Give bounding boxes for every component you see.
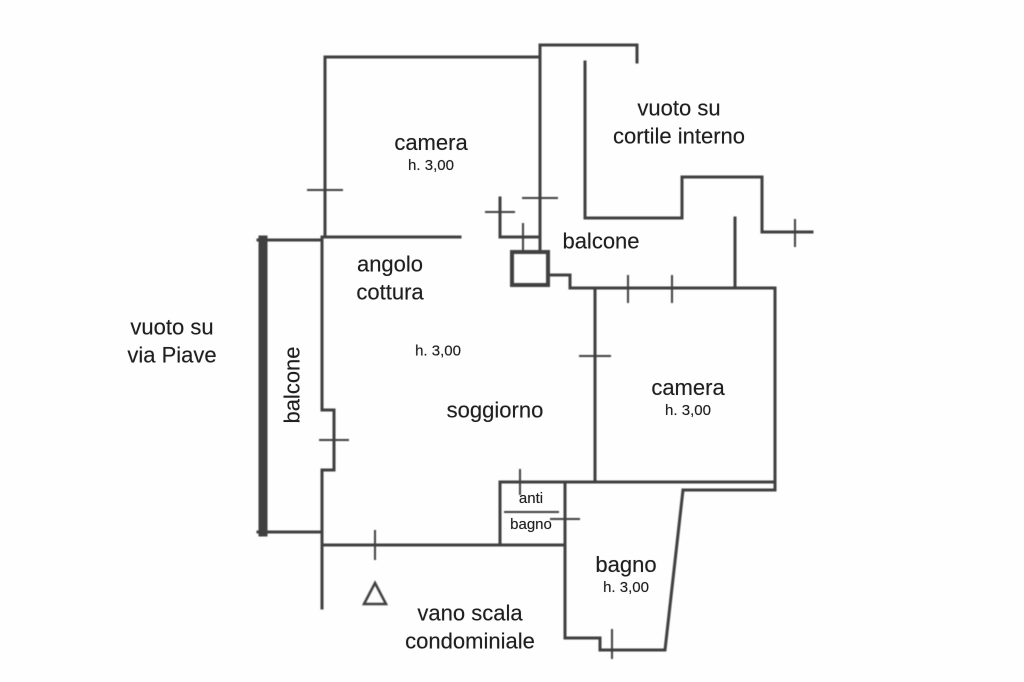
room-label-camera-top-height: h. 3,00 [408, 156, 454, 174]
room-label-balcone-left: balcone [279, 346, 305, 424]
void-label-cortile-line1: vuoto su [637, 95, 721, 121]
room-label-soggiorno: soggiorno [446, 397, 544, 423]
window-ticks [307, 189, 796, 659]
entrance-triangle-icon [361, 580, 389, 606]
void-label-via-piave: vuoto su via Piave [127, 314, 216, 369]
room-label-balcone-top: balcone [562, 228, 640, 254]
room-label-camera-right-name: camera [651, 374, 725, 400]
room-label-antibagno: anti bagno [510, 486, 552, 539]
balcony-walls [256, 235, 324, 537]
room-label-bagno: bagno h. 3,00 [595, 551, 656, 597]
room-label-bagno-height: h. 3,00 [603, 578, 649, 596]
interior-walls [320, 196, 777, 652]
room-label-angolo-cottura-line2: cottura [356, 279, 424, 304]
room-label-angolo-cottura-line1: angolo [356, 251, 424, 277]
room-label-camera-top: camera h. 3,00 [394, 129, 467, 175]
void-label-via-piave-line2: via Piave [127, 342, 217, 367]
room-label-camera-right-height: h. 3,00 [665, 401, 711, 419]
small-balcony-pillar [510, 250, 550, 287]
void-label-vano-scala-line1: vano scala [417, 600, 523, 626]
void-label-via-piave-line1: vuoto su [130, 314, 214, 340]
room-label-angolo-cottura: angolo cottura [356, 251, 423, 306]
room-label-camera-right: camera h. 3,00 [651, 374, 724, 420]
void-label-cortile-line2: cortile interno [612, 123, 746, 148]
exterior-walls [320, 43, 814, 610]
void-label-vano-scala: vano scala condominiale [405, 600, 535, 655]
room-label-antibagno-line2: bagno [510, 516, 552, 533]
room-label-bagno-name: bagno [595, 551, 657, 577]
room-label-camera-top-name: camera [394, 129, 468, 155]
room-label-antibagno-line1: anti [518, 489, 544, 507]
room-height-soggiorno: h. 3,00 [415, 342, 461, 360]
void-label-cortile: vuoto su cortile interno [613, 95, 745, 150]
void-label-vano-scala-line2: condominiale [405, 628, 535, 653]
